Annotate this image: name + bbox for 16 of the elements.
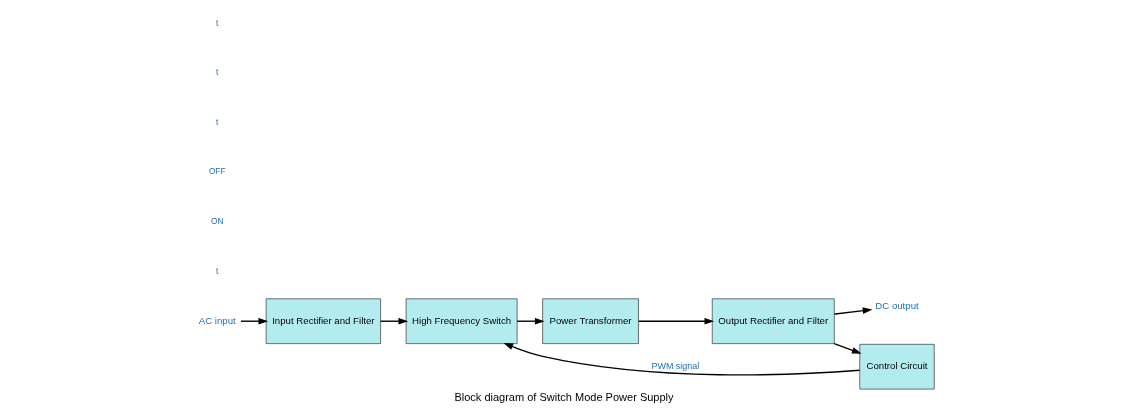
arrow	[240, 317, 269, 325]
node-box: Power Transformer	[542, 298, 639, 344]
arrow	[833, 307, 873, 315]
arrow	[516, 317, 545, 325]
node-box: High Frequency Switch	[405, 298, 518, 344]
arrow	[637, 317, 715, 325]
arrow	[833, 342, 862, 354]
node-box: Input Rectifier and Filter	[265, 298, 381, 344]
caption: Block diagram of Switch Mode Power Supply	[454, 390, 674, 403]
node-box: Control Circuit	[859, 343, 935, 390]
node-box: Output Rectifier and Filter	[711, 298, 835, 344]
arrow	[380, 317, 409, 325]
edge-label: PWM signal	[651, 361, 700, 372]
node-text: AC input	[198, 314, 236, 326]
node-text: DC output	[875, 300, 919, 312]
arrow	[503, 342, 861, 376]
